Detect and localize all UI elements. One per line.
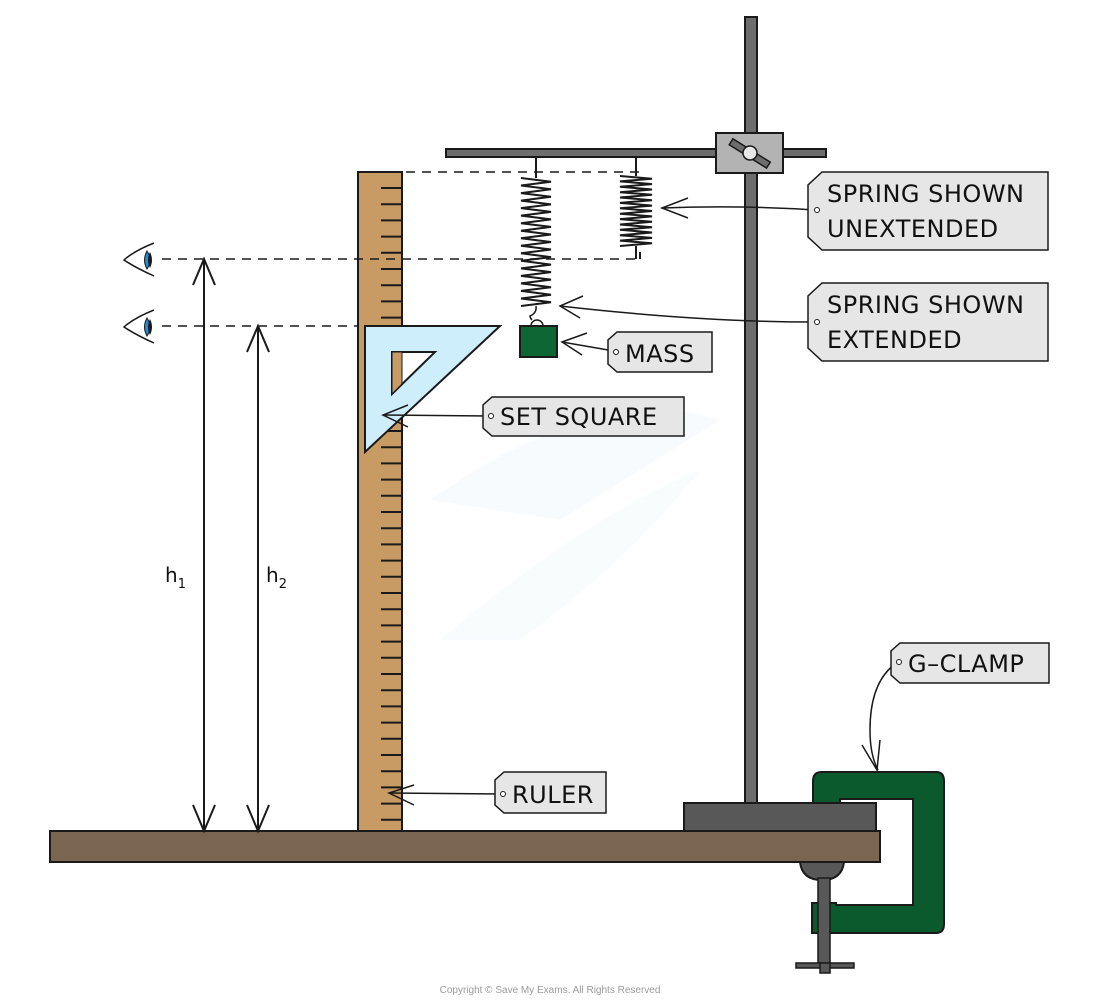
tag-spring-unextended-line2: UNEXTENDED (827, 215, 999, 243)
stand-base (683, 802, 877, 832)
sight-lines (162, 171, 640, 327)
h2-label: h2 (266, 563, 287, 592)
tag-spring-extended: SPRING SHOWN EXTENDED (807, 282, 1049, 362)
height-arrow-h2 (246, 323, 270, 834)
tag-mass: MASS (607, 331, 713, 373)
eye-icon-lower (122, 309, 155, 344)
tag-g-clamp-text: G–CLAMP (908, 650, 1024, 678)
tag-spring-unextended-line1: SPRING SHOWN (827, 180, 1025, 208)
tag-mass-text: MASS (625, 340, 695, 368)
set-square (364, 325, 503, 455)
g-clamp (795, 771, 945, 974)
tag-spring-extended-line1: SPRING SHOWN (827, 291, 1025, 319)
tag-set-square: SET SQUARE (482, 396, 685, 437)
watermark-logo (430, 410, 720, 640)
spring-extended (520, 157, 552, 321)
mass-weight (519, 319, 558, 358)
tag-spring-unextended: SPRING SHOWN UNEXTENDED (807, 171, 1049, 251)
tag-ruler-text: RULER (512, 781, 594, 809)
tag-g-clamp: G–CLAMP (890, 642, 1050, 684)
spring-unextended (619, 157, 653, 259)
eye-icon-upper (122, 242, 155, 277)
bench (49, 830, 881, 863)
copyright-notice: Copyright © Save My Exams. All Rights Re… (439, 985, 661, 996)
tag-set-square-text: SET SQUARE (500, 403, 658, 431)
stand-rod (744, 16, 758, 804)
h1-label: h1 (165, 563, 186, 592)
ruler (357, 171, 403, 832)
tag-spring-extended-line2: EXTENDED (827, 326, 962, 354)
tag-ruler: RULER (494, 771, 607, 814)
boss-head (715, 132, 784, 174)
label-pointers (381, 197, 899, 806)
height-arrow-h1 (192, 256, 216, 834)
